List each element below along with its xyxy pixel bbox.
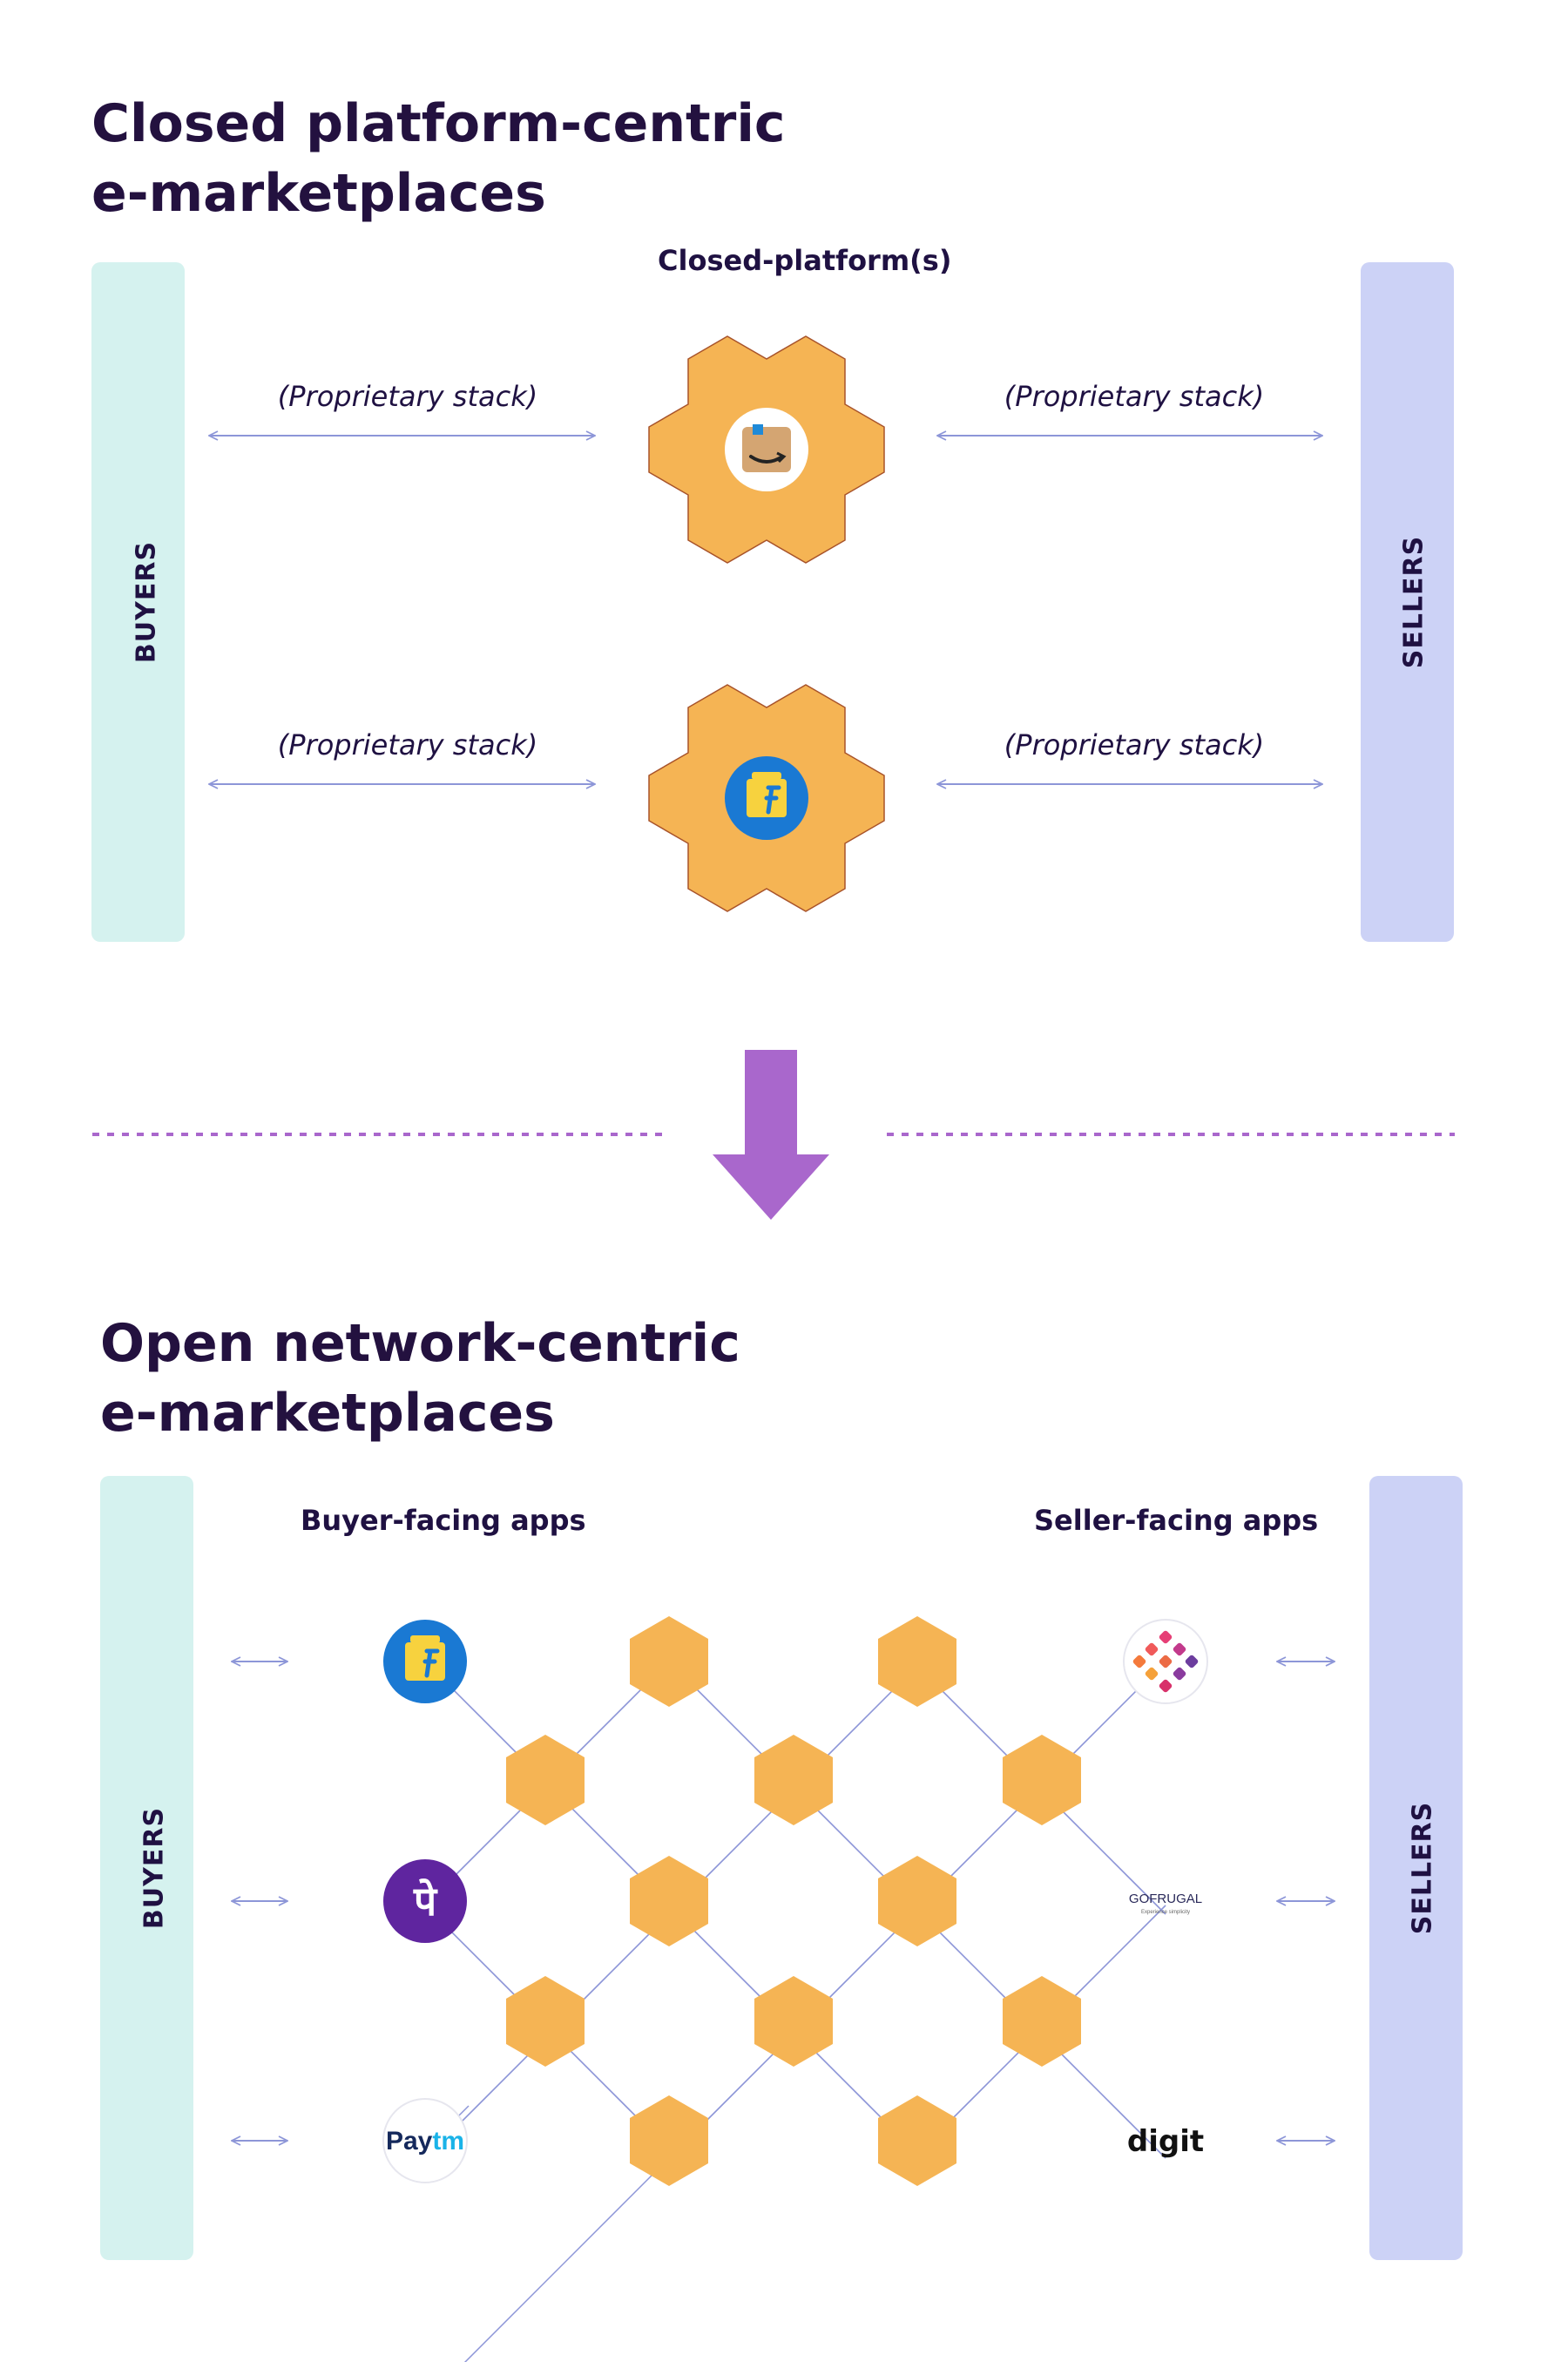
buyer-app-flipkart (383, 1620, 467, 1703)
stack-label-3: (Proprietary stack) (277, 728, 538, 761)
closed-title-line2: e-marketplaces (91, 163, 546, 224)
hexagon (1003, 1735, 1081, 1825)
closed-title: Closed platform-centric e-marketplaces (91, 89, 785, 228)
open-title-line2: e-marketplaces (100, 1383, 555, 1444)
stack-label-2: (Proprietary stack) (1004, 380, 1265, 413)
down-arrow (713, 1050, 829, 1220)
hexagon (878, 1616, 956, 1707)
hexagon (630, 1616, 708, 1707)
open-title-line1: Open network-centric (100, 1313, 740, 1374)
gofrugal-logo: GOFRUGAL (1129, 1892, 1202, 1906)
open-buyers-bar (100, 1476, 193, 2260)
flipkart-logo (747, 772, 787, 817)
network-hexagons (506, 1616, 1081, 2186)
closed-buyers-bar (91, 262, 185, 942)
phonepe-logo: पे (413, 1878, 438, 1925)
amazon-logo (742, 424, 791, 472)
closed-platform-flipkart (648, 684, 885, 912)
stack-label-1: (Proprietary stack) (277, 380, 538, 413)
hexagon (1003, 1976, 1081, 2067)
hexagon (754, 1976, 833, 2067)
seller-app-digit: digit (1127, 2124, 1204, 2159)
hexagon (506, 1735, 585, 1825)
hexagon (878, 2095, 956, 2186)
open-sellers-bar (1369, 1476, 1463, 2260)
closed-sellers-bar (1361, 262, 1454, 942)
gofrugal-tagline: Experience simplicity (1141, 1910, 1190, 1915)
buyer-apps-label: Buyer-facing apps (301, 1504, 586, 1537)
seller-app-logo (1132, 1630, 1199, 1693)
seller-app-1 (1123, 1619, 1208, 1704)
hexagon (630, 1856, 708, 1946)
hexagon (630, 2095, 708, 2186)
closed-platform-label: Closed-platform(s) (658, 244, 952, 277)
flipkart-logo (405, 1635, 445, 1681)
stack-label-4: (Proprietary stack) (1004, 728, 1265, 761)
digit-logo: digit (1127, 2124, 1204, 2159)
seller-app-gofrugal: GOFRUGAL Experience simplicity (1129, 1892, 1202, 1915)
closed-title-line1: Closed platform-centric (91, 93, 786, 154)
buyer-app-paytm: Paytm (382, 2098, 468, 2183)
hexagon (878, 1856, 956, 1946)
hexagon (754, 1735, 833, 1825)
paytm-logo: Paytm (386, 2127, 464, 2156)
closed-platform-amazon (648, 335, 885, 564)
hexagon (506, 1976, 585, 2067)
open-title: Open network-centric e-marketplaces (100, 1309, 740, 1448)
seller-apps-label: Seller-facing apps (1034, 1504, 1319, 1537)
buyer-app-phonepe: पे (383, 1859, 467, 1943)
